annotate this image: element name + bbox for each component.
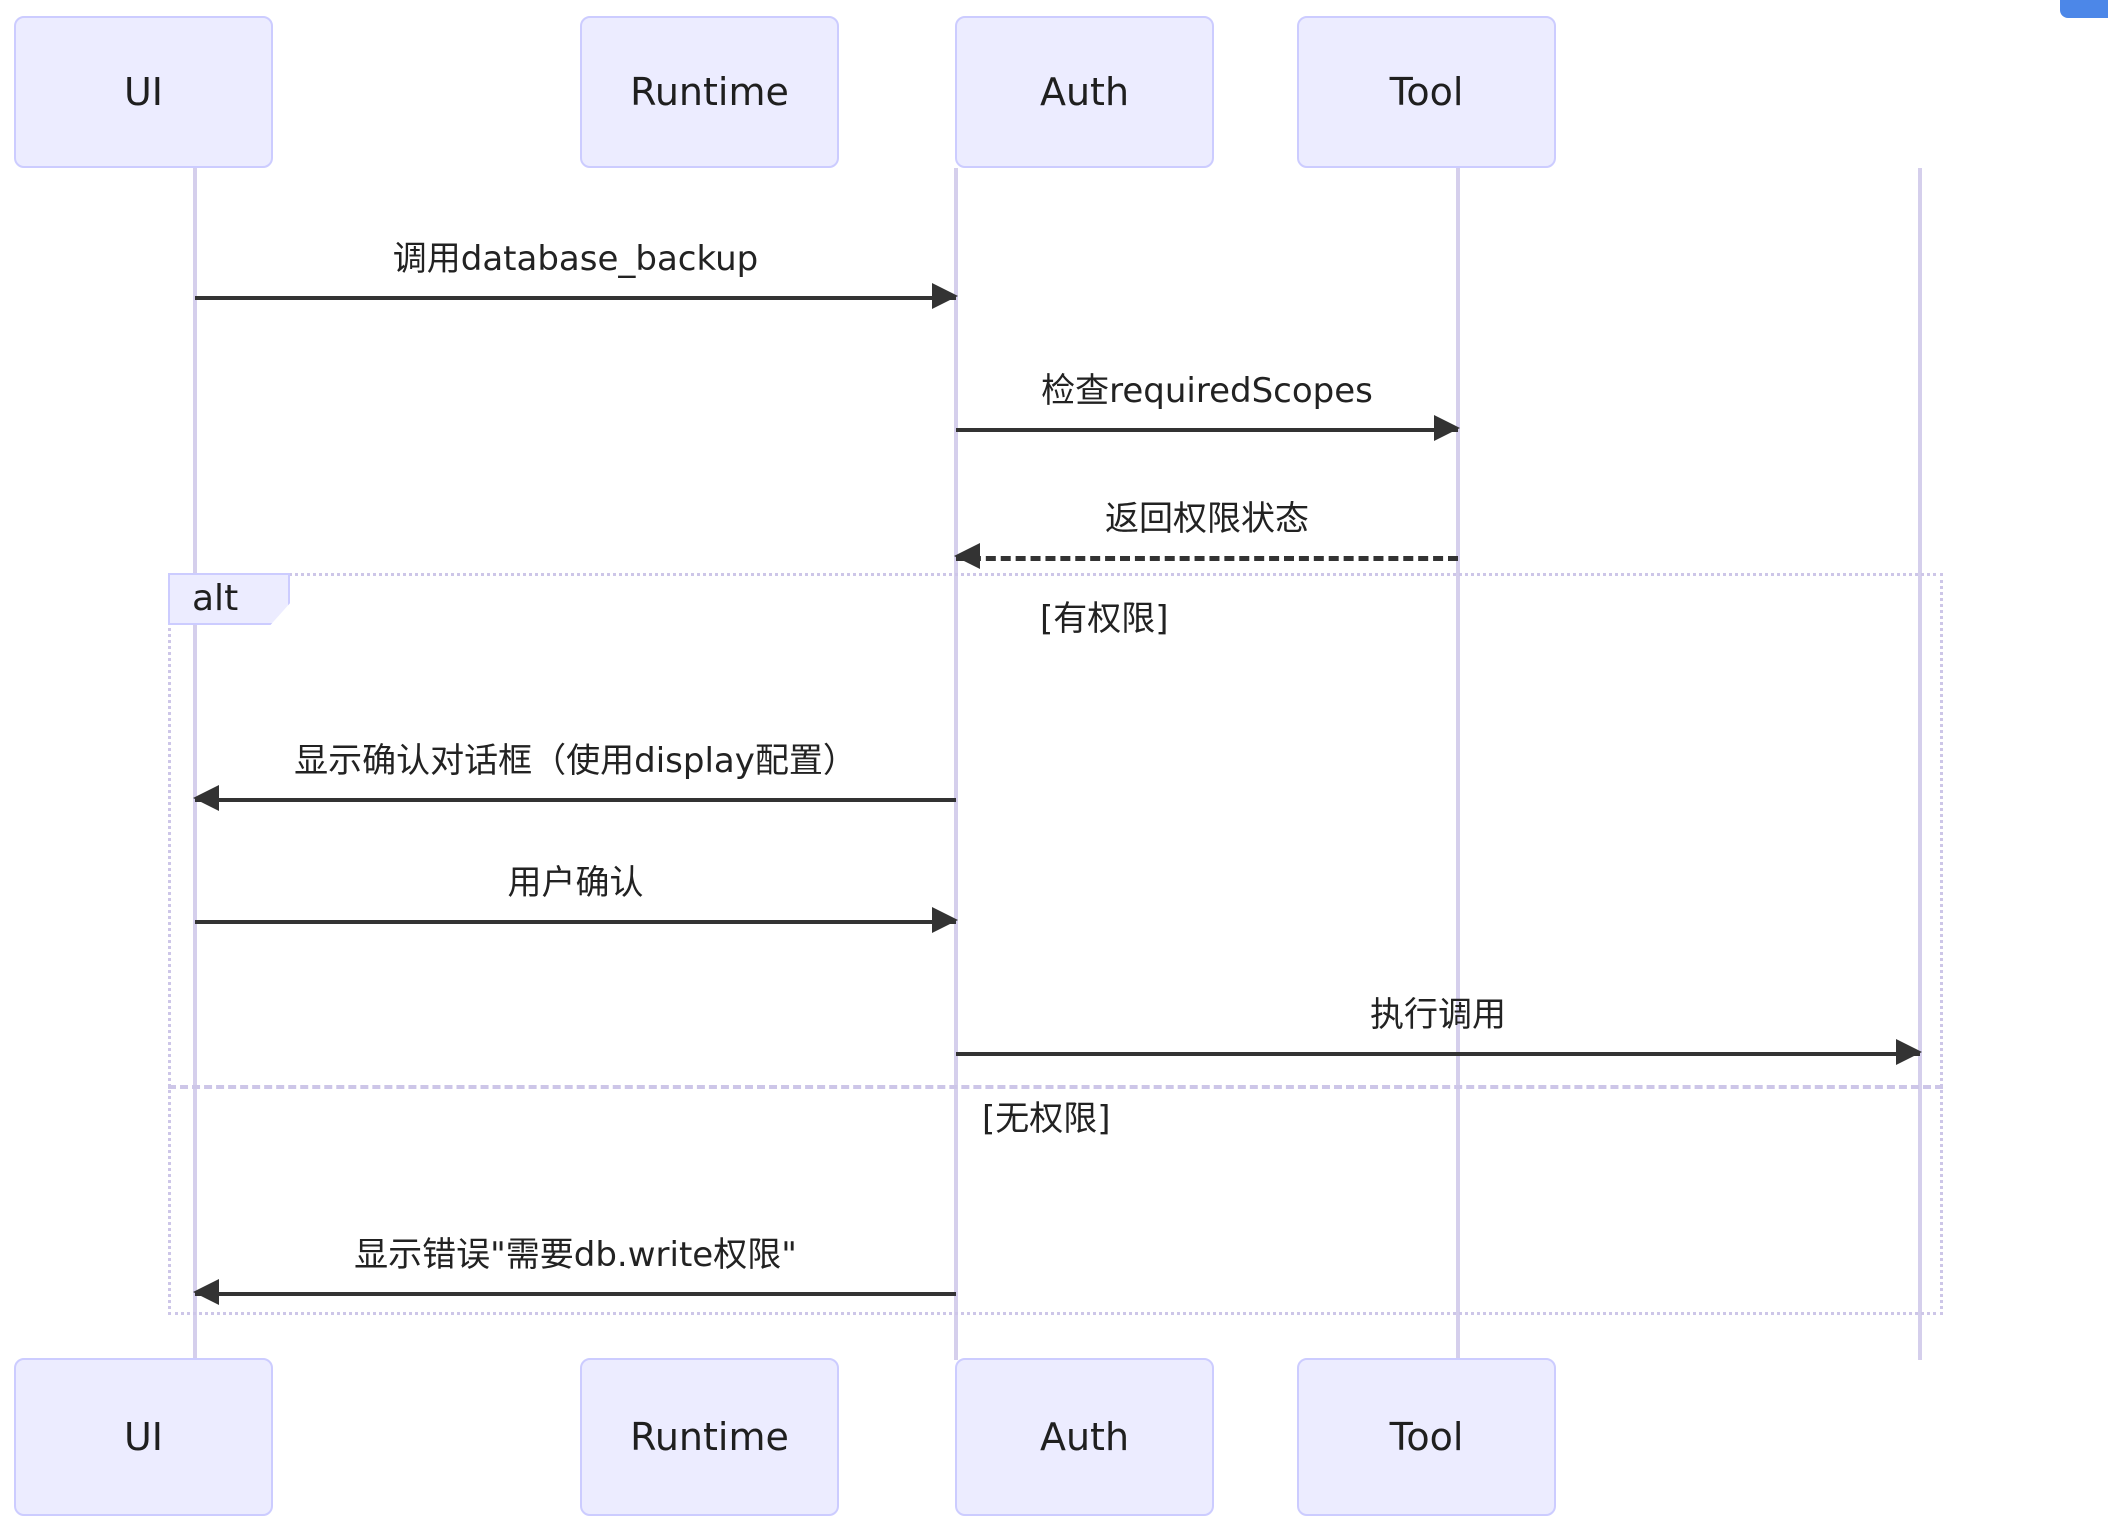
message-label: 显示错误"需要db.write权限" [354,1234,797,1275]
message-label: 显示确认对话框（使用display配置） [294,740,857,781]
lifeline-runtime [954,168,958,1360]
message-label: 调用database_backup [392,238,759,279]
participant-label: Tool [1389,70,1464,114]
message-label: 执行调用 [1370,994,1506,1035]
lifeline-ui [193,168,197,1360]
arrowhead-right-icon [1896,1039,1922,1065]
arrowhead-right-icon [1434,415,1460,441]
participant-tool-bottom[interactable]: Tool [1297,1358,1556,1516]
message-label: 返回权限状态 [1105,498,1309,539]
message-label: 检查requiredScopes [1041,370,1373,411]
alt-condition-has-permission: [有权限] [1040,599,1169,639]
message-line [195,1292,956,1296]
alt-else-divider [168,1085,1943,1089]
participant-tool-top[interactable]: Tool [1297,16,1556,168]
message-line [956,428,1458,432]
message-line [195,798,956,802]
participant-label: Auth [1039,70,1130,114]
arrowhead-left-icon [954,543,980,569]
participant-label: Auth [1039,1415,1130,1459]
participant-ui-top[interactable]: UI [14,16,273,168]
message-line [956,556,1458,561]
toolbar-chip[interactable] [2060,0,2108,18]
participant-label: Runtime [630,1415,789,1459]
arrowhead-left-icon [193,785,219,811]
arrowhead-left-icon [193,1279,219,1305]
alt-fragment-label: alt [192,578,239,619]
lifeline-auth [1456,168,1460,1360]
message-line [956,1052,1920,1056]
lifeline-tool [1918,168,1922,1360]
participant-auth-bottom[interactable]: Auth [955,1358,1214,1516]
participant-auth-top[interactable]: Auth [955,16,1214,168]
participant-label: Runtime [630,70,789,114]
participant-label: UI [123,70,164,114]
participant-label: Tool [1389,1415,1464,1459]
participant-label: UI [123,1415,164,1459]
arrowhead-right-icon [932,283,958,309]
participant-runtime-top[interactable]: Runtime [580,16,839,168]
arrowhead-right-icon [932,907,958,933]
message-label: 用户确认 [507,862,644,903]
message-line [195,920,956,924]
alt-fragment [168,573,1943,1315]
participant-ui-bottom[interactable]: UI [14,1358,273,1516]
alt-fragment-tab: alt [168,573,290,625]
alt-condition-no-permission: [无权限] [982,1099,1111,1139]
participant-runtime-bottom[interactable]: Runtime [580,1358,839,1516]
message-line [195,296,956,300]
